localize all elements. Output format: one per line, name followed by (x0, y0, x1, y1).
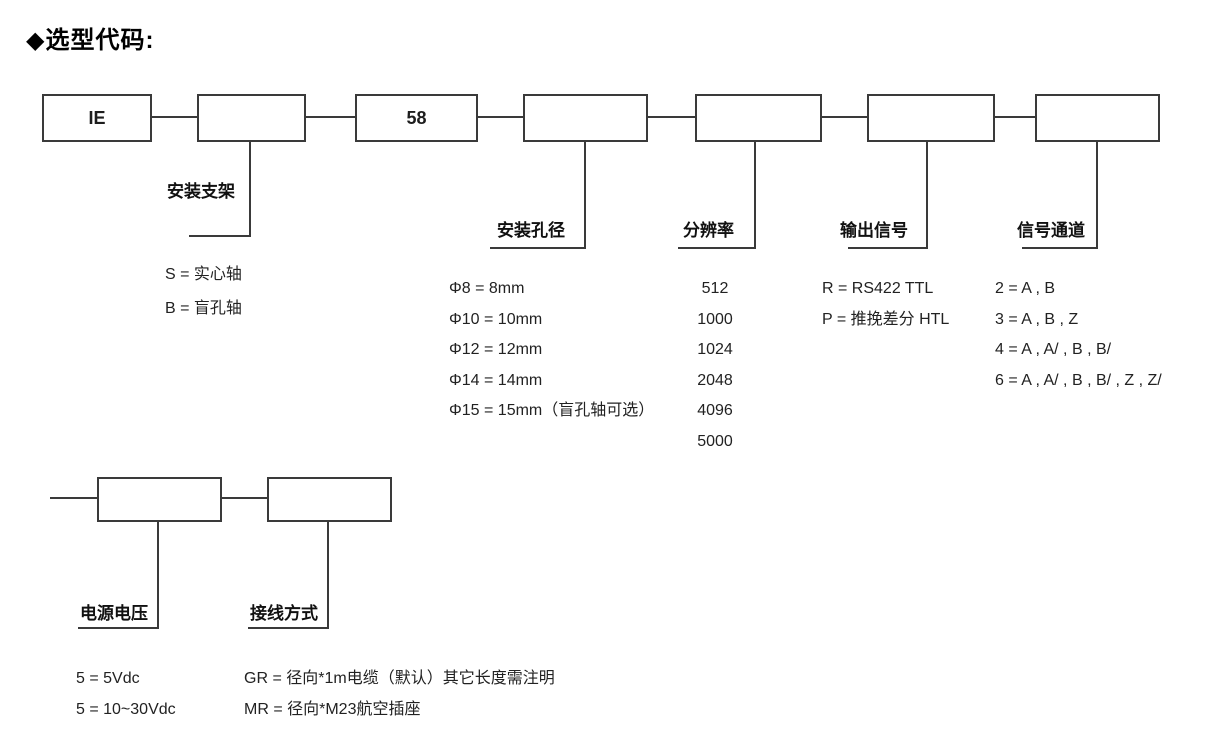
option-item: P = 推挽差分 HTL (822, 310, 950, 328)
label-underline-output-signal (848, 247, 928, 249)
option-list-mounting-bracket: S = 实心轴 B = 盲孔轴 (165, 258, 242, 326)
callout-line-output-signal (926, 140, 928, 249)
label-hole-diameter: 安装孔径 (497, 221, 565, 240)
option-item: 3 = A , B , Z (995, 310, 1079, 328)
option-item: MR = 径向*M23航空插座 (244, 701, 421, 718)
label-output-signal: 输出信号 (840, 221, 908, 240)
option-list-wiring: GR = 径向*1m电缆（默认）其它长度需注明 MR = 径向*M23航空插座 (244, 663, 555, 725)
code-box-series: IE (42, 94, 152, 142)
callout-line-hole-diameter (584, 140, 586, 249)
label-mounting-bracket: 安装支架 (167, 182, 235, 201)
option-item: R = RS422 TTL (822, 280, 934, 297)
code-box-output-signal (867, 94, 995, 142)
code-box-mounting-bracket (197, 94, 306, 142)
option-item: S = 实心轴 (165, 266, 242, 283)
connector-line (222, 497, 267, 499)
option-item: 4096 (697, 402, 733, 420)
callout-line-mounting-bracket (249, 140, 251, 237)
option-item: Φ14 = 14mm (449, 371, 543, 389)
option-item: 2 = A , B (995, 280, 1056, 297)
label-underline-signal-channels (1022, 247, 1098, 249)
option-item: Φ12 = 12mm (449, 341, 543, 359)
option-list-resolution: 512 1000 1024 2048 4096 5000 (679, 274, 751, 458)
page-title: ◆选型代码: (26, 27, 155, 54)
code-box-hole-diameter (523, 94, 648, 142)
option-item: Φ15 = 15mm（盲孔轴可选） (449, 402, 655, 420)
option-item: 4 = A , A/ , B , B/ (995, 341, 1112, 359)
connector-line (648, 116, 695, 118)
label-underline-mounting-bracket (189, 235, 251, 237)
connector-line (306, 116, 355, 118)
label-underline-resolution (678, 247, 756, 249)
option-item: 1024 (697, 341, 733, 359)
callout-line-power-supply (157, 520, 159, 629)
option-list-hole-diameter: Φ8 = 8mm Φ10 = 10mm Φ12 = 12mm Φ14 = 14m… (449, 274, 654, 427)
code-box-size: 58 (355, 94, 478, 142)
continuation-line (50, 497, 97, 499)
option-item: 6 = A , A/ , B , B/ , Z , Z/ (995, 371, 1162, 389)
code-box-resolution (695, 94, 822, 142)
callout-line-wiring (327, 520, 329, 629)
label-underline-wiring (248, 627, 329, 629)
option-item: 5 = 10~30Vdc (76, 701, 176, 718)
option-item: 5000 (697, 432, 733, 450)
label-underline-power-supply (78, 627, 159, 629)
label-power-supply: 电源电压 (80, 604, 148, 623)
option-item: 2048 (697, 371, 733, 389)
label-wiring: 接线方式 (250, 604, 318, 623)
option-item: Φ8 = 8mm (449, 280, 525, 297)
option-item: 512 (701, 280, 729, 297)
label-signal-channels: 信号通道 (1017, 221, 1085, 240)
connector-line (152, 116, 197, 118)
option-item: B = 盲孔轴 (165, 300, 242, 317)
label-resolution: 分辨率 (683, 221, 734, 240)
option-item: GR = 径向*1m电缆（默认）其它长度需注明 (244, 670, 555, 687)
callout-line-resolution (754, 140, 756, 249)
connector-line (995, 116, 1035, 118)
option-list-power-supply: 5 = 5Vdc 5 = 10~30Vdc (76, 663, 176, 725)
option-item: 1000 (697, 310, 733, 328)
code-box-power-supply (97, 477, 222, 522)
connector-line (478, 116, 523, 118)
option-item: Φ10 = 10mm (449, 310, 543, 328)
option-list-output-signal: R = RS422 TTL P = 推挽差分 HTL (822, 274, 949, 335)
option-item: 5 = 5Vdc (76, 670, 140, 687)
callout-line-signal-channels (1096, 140, 1098, 249)
label-underline-hole-diameter (490, 247, 586, 249)
option-list-signal-channels: 2 = A , B 3 = A , B , Z 4 = A , A/ , B ,… (995, 274, 1162, 396)
code-box-wiring (267, 477, 392, 522)
connector-line (822, 116, 867, 118)
code-box-signal-channels (1035, 94, 1160, 142)
